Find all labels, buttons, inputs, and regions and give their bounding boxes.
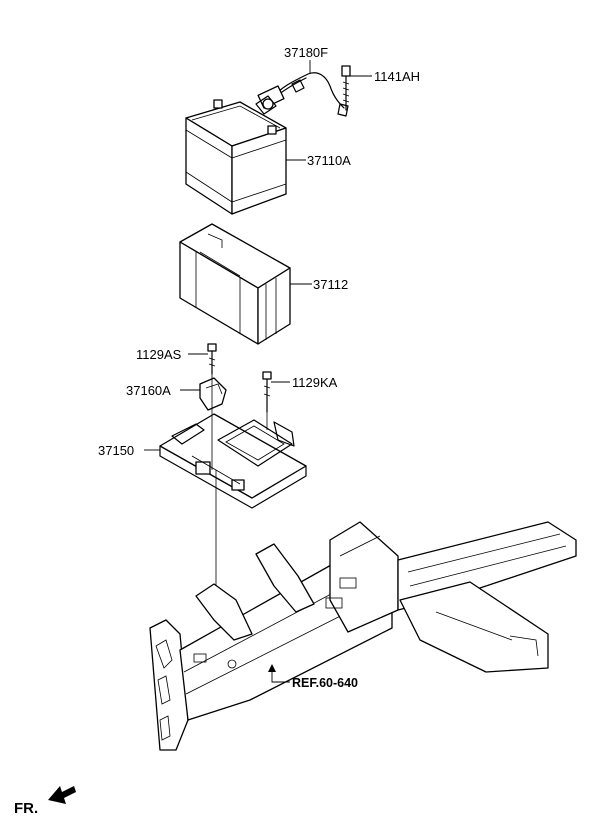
label-1129as: 1129AS	[136, 347, 182, 362]
label-1141ah: 1141AH	[374, 69, 420, 84]
bolt-1141ah-drawing	[341, 65, 351, 111]
label-37160a: 37160A	[126, 383, 171, 398]
alignment-lines	[211, 374, 268, 596]
battery-cable-drawing	[255, 72, 349, 117]
body-frame-drawing	[149, 521, 577, 751]
label-37112: 37112	[313, 277, 348, 292]
bolt-1129ka-drawing	[262, 371, 272, 413]
clamp-drawing	[199, 377, 227, 411]
bolt-1129as-drawing	[207, 343, 217, 375]
reference-label: REF.60-640	[292, 676, 358, 690]
label-37150: 37150	[98, 443, 134, 458]
label-37180f: 37180F	[284, 45, 328, 60]
battery-drawing	[185, 99, 287, 215]
front-direction-arrow	[48, 786, 76, 804]
label-1129ka: 1129KA	[292, 375, 338, 390]
insulation-pad-drawing	[179, 223, 291, 345]
leader-lines	[144, 60, 372, 683]
label-37110a: 37110A	[307, 153, 351, 168]
battery-tray-drawing	[159, 413, 307, 509]
front-direction-label: FR.	[14, 800, 38, 817]
